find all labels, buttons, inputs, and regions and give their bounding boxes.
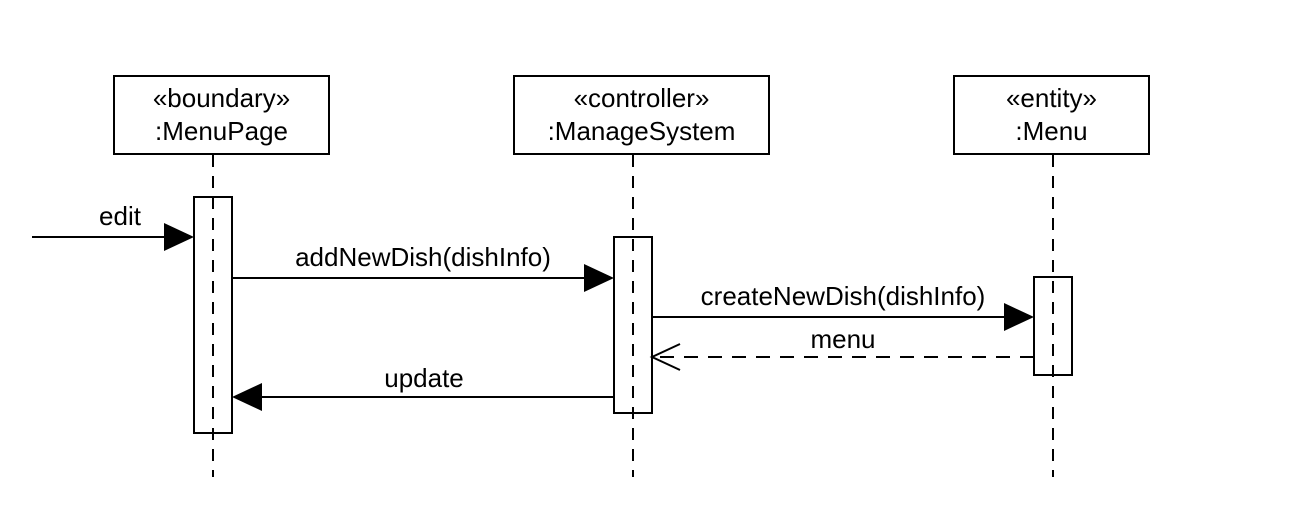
activation-managesystem: [613, 236, 653, 414]
lifeline-head-menu: «entity» :Menu: [953, 75, 1150, 155]
arrowhead-addnewdish: [584, 264, 614, 292]
arrowhead-edit: [164, 223, 194, 251]
message-label-edit: edit: [99, 201, 141, 231]
stereotype-controller: «controller»: [573, 83, 710, 113]
arrowhead-menu: [649, 343, 681, 371]
arrowhead-createnewdish: [1004, 303, 1034, 331]
message-label-createnewdish: createNewDish(dishInfo): [700, 281, 986, 311]
arrowhead-update: [232, 383, 262, 411]
lifeline-name-menu: :Menu: [1015, 116, 1088, 146]
lifeline-head-menupage: «boundary» :MenuPage: [113, 75, 330, 155]
activation-menupage: [193, 196, 233, 434]
stereotype-entity: «entity»: [1005, 83, 1098, 113]
message-label-update: update: [384, 363, 464, 393]
lifeline-name-managesystem: :ManageSystem: [547, 116, 736, 146]
message-label-addnewdish: addNewDish(dishInfo): [295, 242, 551, 272]
activation-menu: [1033, 276, 1073, 376]
message-label-menu: menu: [810, 324, 876, 354]
lifeline-name-menupage: :MenuPage: [155, 116, 288, 146]
lifeline-head-managesystem: «controller» :ManageSystem: [513, 75, 770, 155]
stereotype-boundary: «boundary»: [152, 83, 291, 113]
